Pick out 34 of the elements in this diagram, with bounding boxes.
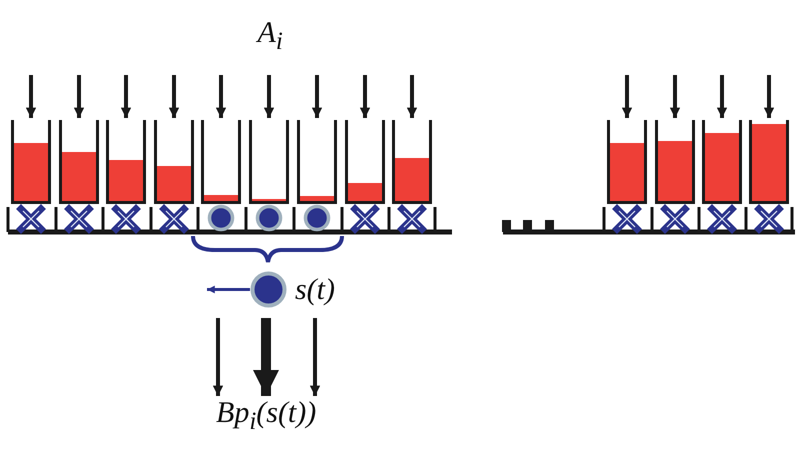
tank-drawing — [249, 120, 289, 204]
tank-drawing — [607, 120, 647, 204]
tank-drawing — [11, 120, 51, 204]
tank-drawing — [154, 120, 194, 204]
variable-label: A$_{i}$ — [258, 18, 283, 54]
arrow — [207, 286, 250, 294]
arrow — [26, 75, 36, 118]
tank-drawing — [655, 120, 695, 204]
tank-drawing — [59, 120, 99, 204]
arrow — [74, 75, 84, 118]
arrow — [406, 75, 418, 118]
tank-drawing — [749, 120, 789, 204]
particle-circle — [250, 271, 287, 308]
tank-drawing — [345, 120, 385, 204]
arrow — [312, 75, 322, 118]
tank-drawing — [297, 120, 337, 204]
variable-label: s(t) — [295, 274, 335, 304]
arrow — [764, 75, 774, 118]
arrow — [622, 75, 632, 118]
tank-drawing — [392, 120, 432, 204]
arrow — [216, 75, 226, 118]
arrow — [360, 75, 370, 118]
formula-label: Bp$_{i}$(s(t)) — [216, 398, 316, 434]
arrow — [670, 75, 680, 118]
arrow — [310, 318, 320, 396]
tank-drawing — [106, 120, 146, 204]
arrow — [264, 75, 274, 118]
tank-drawing — [201, 120, 241, 204]
tank-drawing — [702, 120, 742, 204]
arrow — [212, 318, 224, 396]
arrow — [168, 75, 180, 118]
arrow — [120, 75, 132, 118]
arrow — [253, 318, 279, 396]
arrow — [716, 75, 728, 118]
